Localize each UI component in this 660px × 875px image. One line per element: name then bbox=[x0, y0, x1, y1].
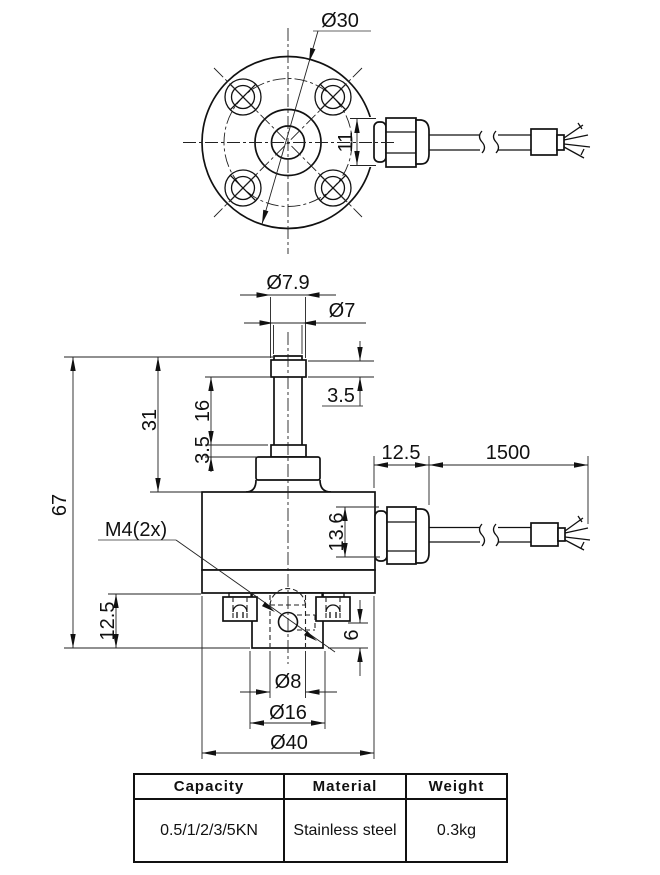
dim-rod-collar-len: 3.5 bbox=[308, 341, 374, 407]
dim-total-height: 67 bbox=[49, 356, 273, 649]
cable-gland-side bbox=[374, 506, 430, 565]
mounting-screw-right bbox=[315, 592, 351, 622]
dim-rod-collar-dia-label: Ø7.9 bbox=[266, 272, 309, 294]
dim-connector-width-label: 11 bbox=[335, 132, 357, 153]
dim-bolt-circle-label: Ø30 bbox=[321, 10, 359, 32]
thread-callout: M4(2x) bbox=[98, 519, 336, 653]
dim-gland-length-label: 12.5 bbox=[382, 442, 421, 464]
spec-value-weight: 0.3kg bbox=[436, 821, 477, 839]
spec-header-material: Material bbox=[285, 775, 407, 800]
top-view-centerlines bbox=[183, 28, 397, 254]
dim-hole-dia-label: Ø8 bbox=[275, 671, 302, 693]
thread-label: M4(2x) bbox=[105, 519, 167, 541]
top-view: Ø30 11 bbox=[183, 10, 591, 254]
dim-rod-collar-dia: Ø7.9 bbox=[240, 272, 336, 358]
dim-rod-len-label: 16 bbox=[192, 400, 214, 422]
dim-boss-height-label: 6 bbox=[341, 629, 363, 640]
dim-rod-collar-len-label: 3.5 bbox=[327, 385, 355, 407]
dim-connector-width: 11 bbox=[335, 118, 376, 166]
side-view: Ø7.9 Ø7 3.5 67 31 bbox=[49, 272, 591, 759]
dim-bolt-circle: Ø30 bbox=[259, 10, 371, 225]
dim-boss-dia: Ø16 bbox=[249, 651, 326, 729]
dim-body-dia-label: Ø40 bbox=[270, 732, 308, 754]
sensor-body bbox=[201, 491, 376, 571]
cable-side bbox=[429, 515, 591, 551]
wire-ends-side bbox=[564, 515, 591, 551]
spec-header-weight: Weight bbox=[407, 775, 506, 800]
dim-gland-height-label: 13.6 bbox=[326, 513, 348, 552]
spec-table: Capacity Material Weight 0.5/1/2/3/5KN S… bbox=[133, 773, 508, 863]
dim-rod-len: 16 3.5 bbox=[192, 376, 270, 472]
dim-hole-dia: Ø8 bbox=[240, 651, 337, 698]
dim-rod-assembly-len-label: 31 bbox=[139, 409, 161, 431]
spec-header-capacity: Capacity bbox=[135, 775, 285, 800]
loading-rod bbox=[245, 355, 332, 493]
dim-boss-height: 6 bbox=[328, 600, 368, 676]
dim-base-height: 12.5 bbox=[97, 593, 201, 648]
dim-body-dia: Ø40 bbox=[201, 596, 375, 759]
spec-value-capacity: 0.5/1/2/3/5KN bbox=[135, 800, 285, 861]
base-flange bbox=[201, 569, 376, 594]
dim-boss-dia-label: Ø16 bbox=[269, 702, 307, 724]
dim-rod-dia: Ø7 bbox=[244, 300, 366, 354]
dim-base-height-label: 12.5 bbox=[97, 602, 119, 641]
wire-ends-top bbox=[563, 122, 591, 159]
cable-gland-top bbox=[369, 117, 430, 168]
mounting-screw-left bbox=[222, 592, 258, 622]
dim-rod-dia-label: Ø7 bbox=[329, 300, 356, 322]
dim-lower-collar-len-label: 3.5 bbox=[192, 436, 214, 464]
dim-rod-assembly-len: 31 bbox=[139, 357, 202, 493]
dim-gland-length-and-cable: 12.5 1500 bbox=[373, 442, 589, 524]
dim-gland-height: 13.6 bbox=[326, 506, 380, 558]
dim-cable-length-label: 1500 bbox=[486, 442, 531, 464]
dim-total-height-label: 67 bbox=[49, 494, 71, 516]
cable-top bbox=[429, 122, 591, 159]
spec-value-material: Stainless steel bbox=[285, 800, 407, 861]
